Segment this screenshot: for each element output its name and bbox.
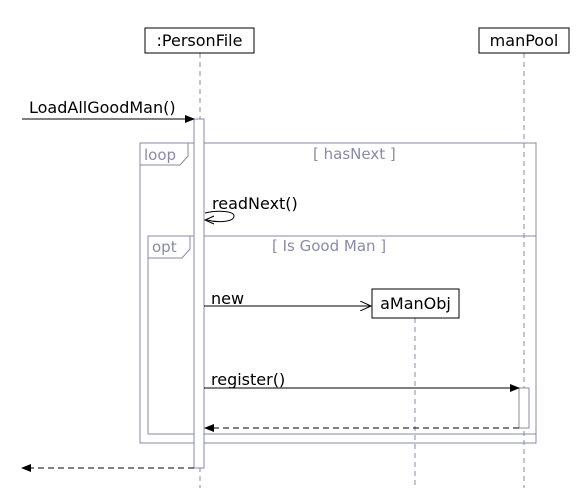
message-read-next-arrowhead [203, 215, 215, 225]
participant-man-pool: manPool [478, 27, 570, 54]
message-load-all-good-man: LoadAllGoodMan() [22, 98, 195, 123]
activation-man-pool [518, 387, 530, 429]
loop-frame-operator: loop [144, 146, 176, 164]
opt-frame-tag [147, 235, 191, 259]
message-read-next-label: readNext() [212, 194, 298, 213]
message-read-next-arrow [204, 210, 235, 223]
opt-frame-border [147, 235, 537, 435]
participant-man-pool-label: manPool [490, 31, 559, 50]
message-read-next: readNext() [203, 194, 298, 225]
opt-frame-guard: [ Is Good Man ] [272, 237, 386, 255]
opt-frame-operator: opt [152, 238, 177, 256]
participant-a-man-obj: aManObj [371, 288, 460, 319]
message-new-label: new [211, 289, 244, 308]
participant-person-file: :PersonFile [144, 27, 255, 54]
message-load-all-good-man-label: LoadAllGoodMan() [29, 98, 176, 117]
participant-a-man-obj-label: aManObj [380, 294, 451, 313]
message-register-label: register() [211, 370, 285, 389]
loop-frame-tag [139, 142, 189, 166]
message-register: register() [204, 370, 520, 392]
loop-frame-guard: [ hasNext ] [313, 145, 396, 163]
activation-person-file [193, 118, 205, 469]
message-new: new [204, 289, 371, 308]
opt-frame: opt [ Is Good Man ] [147, 235, 537, 435]
participant-person-file-label: :PersonFile [157, 31, 243, 50]
